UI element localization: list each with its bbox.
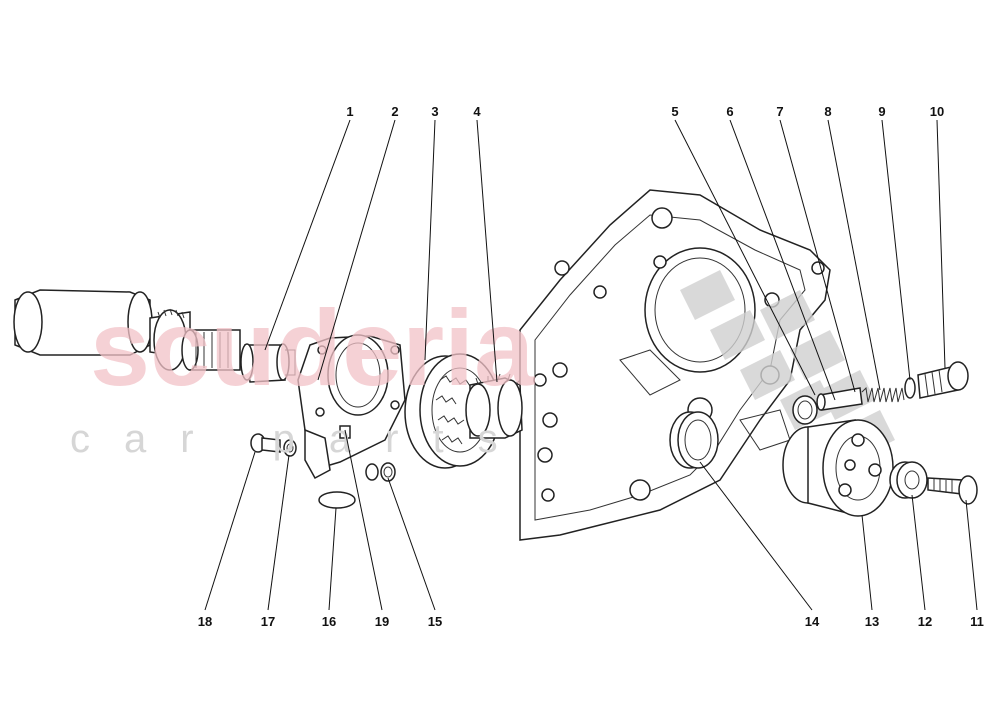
part-16-o-ring (318, 491, 356, 509)
part-3-outer-ring (404, 353, 501, 469)
callout-3: 3 (431, 104, 438, 119)
callout-1: 1 (346, 104, 353, 119)
part-10-plug-screw (917, 361, 969, 399)
part-7-piston (816, 387, 863, 411)
callout-12: 12 (918, 614, 932, 629)
callout-16: 16 (322, 614, 336, 629)
part-1-sleeve (240, 343, 296, 383)
watermark-brand: scuderia (90, 287, 535, 408)
part-13-pulley (782, 419, 894, 517)
callout-8: 8 (824, 104, 831, 119)
callout-11: 11 (970, 614, 984, 629)
callout-7: 7 (776, 104, 783, 119)
part-14-seal (669, 411, 719, 469)
callout-10: 10 (930, 104, 944, 119)
part-17-washer (283, 439, 297, 457)
callout-9: 9 (878, 104, 885, 119)
callout-4: 4 (473, 104, 481, 119)
part-8-spring (861, 386, 905, 403)
callout-5: 5 (671, 104, 678, 119)
part-2-oil-pump-body (297, 334, 406, 480)
callout-labels: 1 2 3 4 5 6 7 8 9 10 11 12 13 14 15 16 1… (198, 104, 984, 629)
callout-13: 13 (865, 614, 879, 629)
part-4-inner-gear (465, 373, 523, 439)
part-18-bolt (250, 433, 281, 453)
part-6-washer (792, 395, 818, 425)
part-9-ring (904, 377, 916, 399)
watermark-subtitle: car parts (70, 417, 532, 461)
timing-cover-housing (519, 189, 831, 541)
crankshaft-end (13, 289, 241, 371)
callout-15: 15 (428, 614, 442, 629)
part-19-plug (365, 463, 379, 481)
part-15-ring (380, 462, 396, 482)
callout-2: 2 (391, 104, 398, 119)
leader-lines (204, 119, 978, 611)
callout-6: 6 (726, 104, 733, 119)
callout-17: 17 (261, 614, 275, 629)
callout-14: 14 (805, 614, 820, 629)
part-11-bolt (927, 475, 978, 505)
callout-19: 19 (375, 614, 389, 629)
part-12-washer (889, 461, 928, 499)
callout-18: 18 (198, 614, 212, 629)
